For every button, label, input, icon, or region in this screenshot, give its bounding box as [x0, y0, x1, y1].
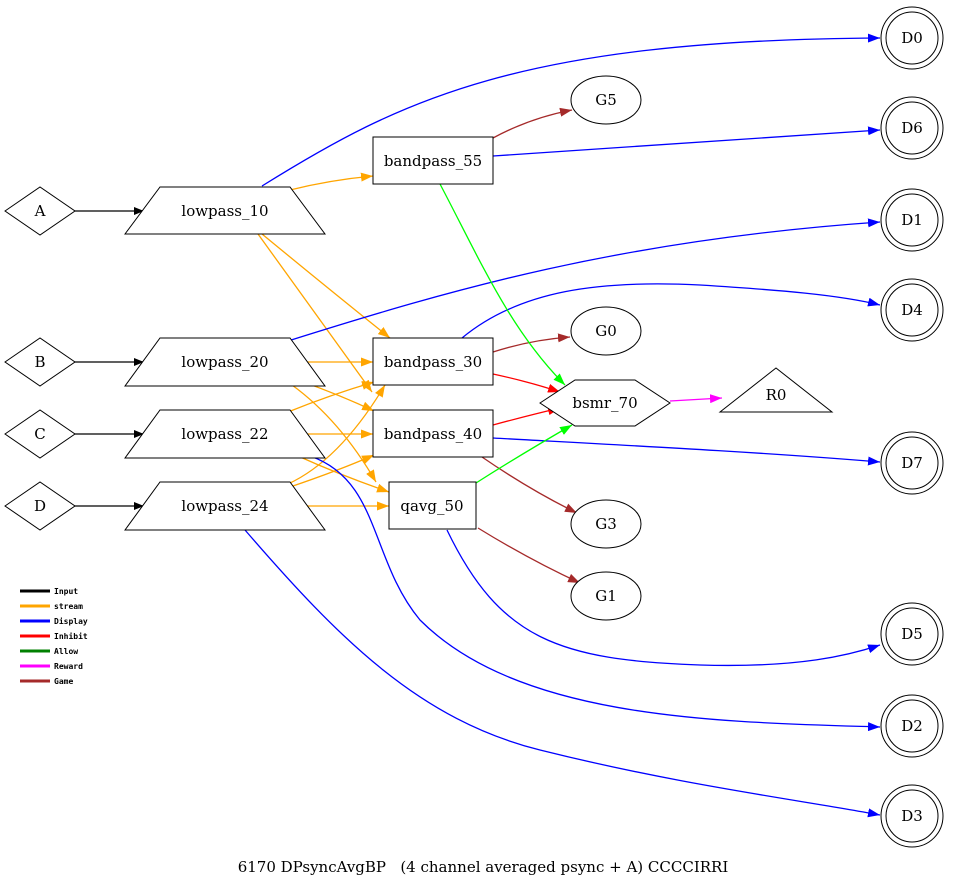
node-a-label: A [34, 202, 46, 220]
node-c[interactable]: C [4, 409, 76, 459]
node-bsmr-70[interactable]: bsmr_70 [539, 379, 671, 427]
node-bandpass-30[interactable]: bandpass_30 [372, 337, 494, 386]
legend-label-reward: Reward [54, 662, 83, 671]
legend-label-stream: stream [54, 602, 83, 611]
edge-bandpass-40-g3 [481, 456, 578, 514]
node-d-label: D [34, 497, 46, 515]
node-g1-label: G1 [595, 587, 617, 605]
node-lowpass-10[interactable]: lowpass_10 [124, 186, 326, 235]
node-d5-label: D5 [901, 625, 923, 643]
node-d3[interactable]: D3 [880, 784, 944, 848]
node-lowpass-10-label: lowpass_10 [181, 202, 268, 220]
node-bandpass-40[interactable]: bandpass_40 [372, 409, 494, 458]
edge-lowpass-20-qavg-50 [291, 384, 377, 483]
node-d1-label: D1 [901, 211, 923, 229]
edge-lowpass-10-bandpass-40 [257, 233, 373, 393]
edge-bandpass-55-g5 [492, 107, 573, 139]
node-r0-label: R0 [766, 386, 787, 404]
edge-bandpass-55-d6 [492, 126, 881, 157]
node-qavg-50[interactable]: qavg_50 [388, 481, 477, 530]
node-d4-label: D4 [901, 301, 923, 319]
node-d7-label: D7 [901, 454, 923, 472]
node-b-label: B [34, 353, 45, 371]
node-b[interactable]: B [4, 337, 76, 387]
edge-lowpass-22-qavg-50 [297, 455, 390, 493]
legend-label-game: Game [54, 677, 73, 686]
node-d3-label: D3 [901, 807, 923, 825]
edge-lowpass-10-bandpass-30 [261, 233, 391, 339]
edge-lowpass-22-bandpass-30 [287, 381, 375, 413]
edge-lowpass-22-d2 [309, 455, 881, 732]
legend: Input stream Display Inhibit Allow Rewar… [20, 587, 88, 686]
legend-label-input: Input [54, 587, 78, 596]
edge-bandpass-30-g0 [492, 333, 571, 353]
node-bandpass-40-label: bandpass_40 [384, 425, 482, 443]
diagram-caption: 6170 DPsyncAvgBP (4 channel averaged psy… [238, 858, 729, 876]
edge-bsmr-70-r0 [669, 394, 723, 404]
node-d2[interactable]: D2 [880, 694, 944, 758]
node-d5[interactable]: D5 [880, 602, 944, 666]
node-bandpass-55[interactable]: bandpass_55 [372, 136, 494, 185]
node-d2-label: D2 [901, 717, 923, 735]
edge-bandpass-30-d4 [461, 283, 881, 339]
edge-bandpass-55-bsmr-70 [439, 183, 566, 386]
node-lowpass-24[interactable]: lowpass_24 [124, 481, 326, 531]
node-bsmr-70-label: bsmr_70 [572, 394, 637, 412]
node-c-label: C [34, 425, 45, 443]
legend-label-display: Display [54, 616, 88, 626]
legend-item-inhibit: Inhibit [20, 631, 88, 641]
node-lowpass-22-label: lowpass_22 [181, 425, 268, 443]
edge-qavg-50-g1 [477, 527, 581, 584]
node-lowpass-20-label: lowpass_20 [181, 353, 268, 371]
legend-label-allow: Allow [54, 647, 78, 656]
node-g5[interactable]: G5 [570, 75, 642, 125]
edges [75, 33, 881, 818]
node-lowpass-22[interactable]: lowpass_22 [124, 409, 326, 459]
node-bandpass-30-label: bandpass_30 [384, 353, 482, 371]
legend-label-inhibit: Inhibit [54, 631, 88, 641]
node-g0[interactable]: G0 [570, 306, 642, 356]
node-d7[interactable]: D7 [880, 431, 944, 495]
legend-item-stream: stream [20, 602, 83, 611]
node-d0-label: D0 [901, 29, 923, 47]
edge-lowpass-24-d3 [244, 529, 881, 818]
node-d[interactable]: D [4, 481, 76, 531]
node-qavg-50-label: qavg_50 [400, 497, 463, 515]
node-g1[interactable]: G1 [570, 571, 642, 621]
edge-bandpass-40-d7 [492, 437, 881, 466]
node-g3[interactable]: G3 [570, 499, 642, 549]
edge-qavg-50-bsmr-70 [475, 424, 573, 484]
edge-bandpass-40-bsmr-70 [492, 406, 561, 426]
node-g5-label: G5 [595, 91, 617, 109]
node-g0-label: G0 [595, 322, 617, 340]
edge-lowpass-10-bandpass-55 [289, 172, 374, 191]
legend-item-display: Display [20, 616, 88, 626]
node-d6-label: D6 [901, 119, 923, 137]
node-r0[interactable]: R0 [718, 367, 834, 413]
node-a[interactable]: A [4, 186, 76, 236]
nodes: A B C D lowpass_10 lowpass_20 lowpass_22 [4, 6, 944, 848]
legend-item-reward: Reward [20, 662, 83, 671]
edge-lowpass-24-bandpass-30 [287, 384, 386, 485]
node-bandpass-55-label: bandpass_55 [384, 152, 482, 170]
legend-item-game: Game [20, 677, 73, 686]
edge-lowpass-10-d0 [261, 33, 881, 187]
node-d6[interactable]: D6 [880, 96, 944, 160]
node-lowpass-24-label: lowpass_24 [181, 497, 268, 515]
node-g3-label: G3 [595, 515, 617, 533]
legend-item-input: Input [20, 587, 78, 596]
node-d1[interactable]: D1 [880, 188, 944, 252]
node-d4[interactable]: D4 [880, 278, 944, 342]
edge-qavg-50-d5 [446, 529, 881, 667]
legend-item-allow: Allow [20, 647, 78, 656]
node-lowpass-20[interactable]: lowpass_20 [124, 337, 326, 387]
edge-bandpass-30-bsmr-70 [492, 373, 561, 393]
edge-lowpass-20-d1 [287, 218, 881, 342]
node-d0[interactable]: D0 [880, 6, 944, 70]
